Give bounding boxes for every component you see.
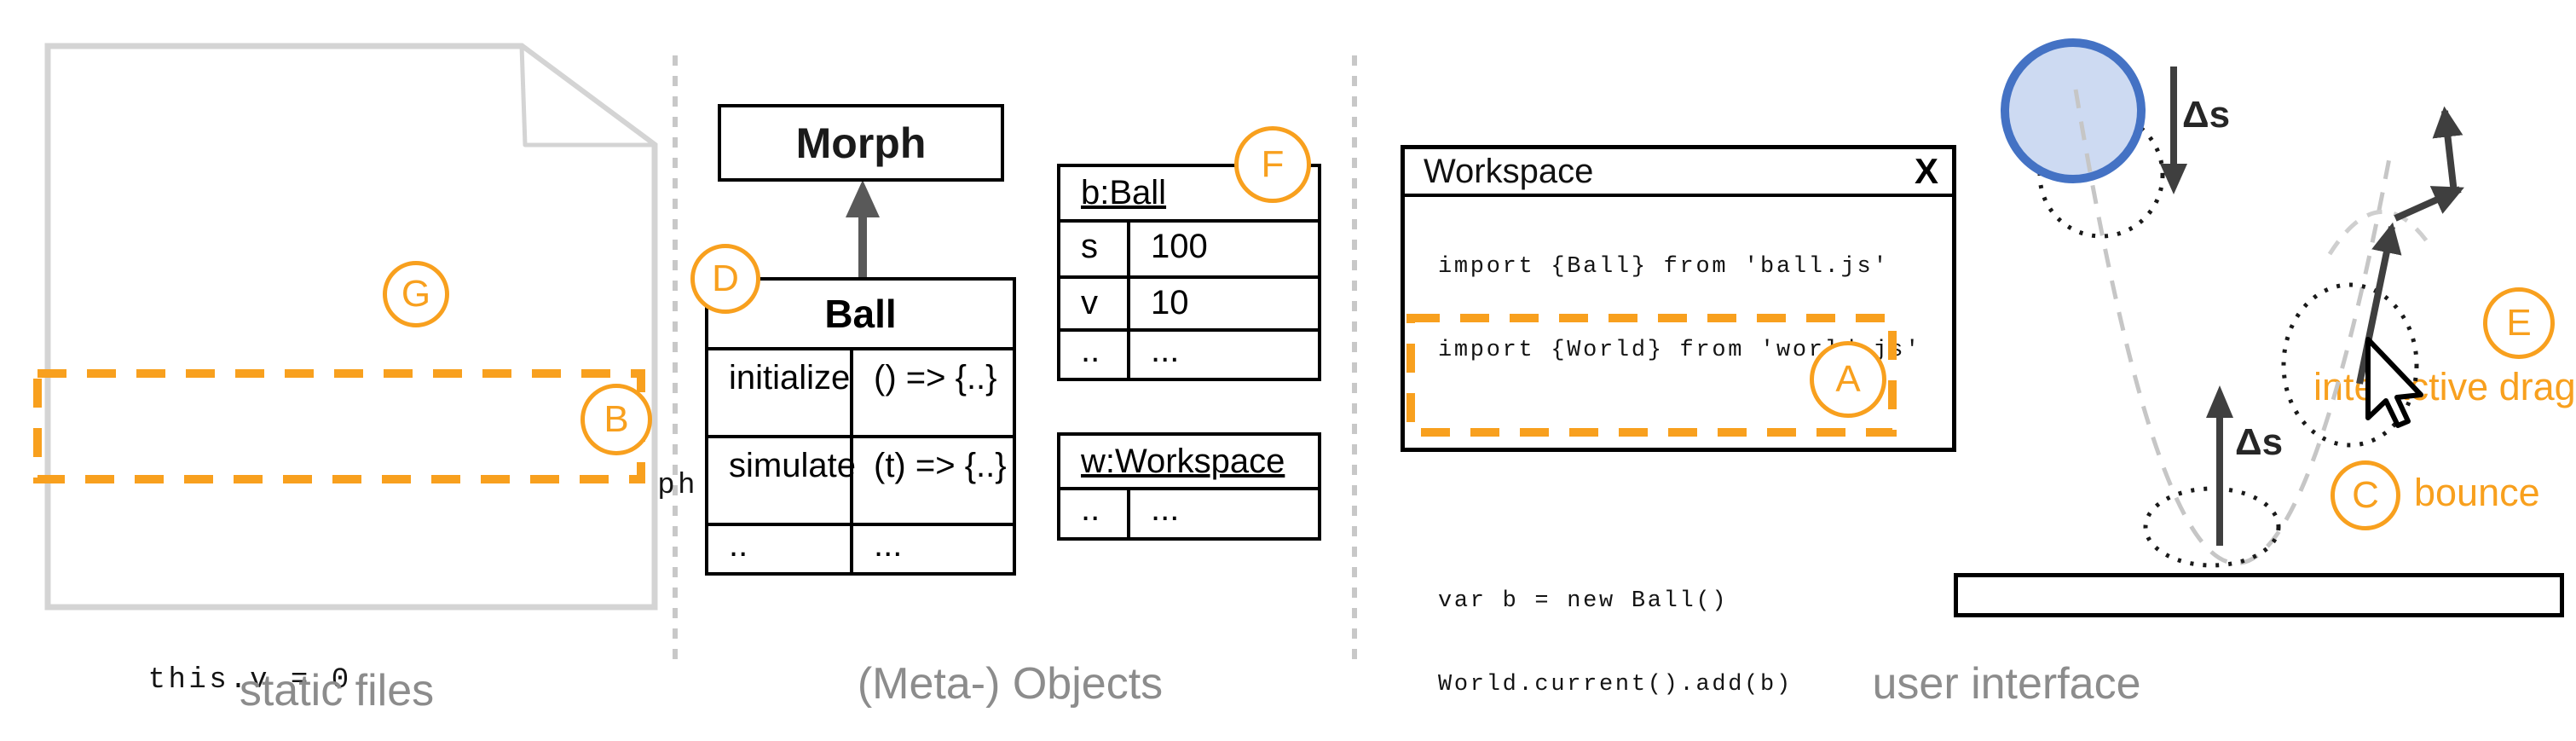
method-name: initialize (729, 359, 851, 397)
slot-value: 10 (1127, 279, 1318, 328)
table-row: v 10 (1060, 275, 1318, 328)
annotation-badge-f: F (1234, 126, 1311, 203)
ball-class-title: Ball (824, 292, 897, 336)
slot-value: 100 (1127, 223, 1318, 275)
close-button[interactable]: X (1914, 151, 1938, 191)
ghost-ball-bounce (2143, 486, 2281, 568)
drag-gesture-path (2356, 106, 2464, 385)
instance-title: w:Workspace (1060, 436, 1318, 487)
divider-left (673, 55, 678, 669)
ball-class-table: Ball initialize () => {..} simulate (t) … (705, 277, 1016, 576)
method-name: .. (729, 526, 748, 564)
morph-class-box: Morph (718, 104, 1004, 182)
bounce-label: bounce (2414, 471, 2540, 514)
ghost-ball-drag (2281, 282, 2419, 448)
slot-value: ... (1127, 490, 1318, 537)
ball-morph[interactable] (2001, 38, 2146, 183)
workspace-title: Workspace (1424, 152, 1594, 190)
method-name: simulate (729, 447, 856, 484)
inheritance-arrow-icon (846, 180, 880, 277)
workspace-titlebar: Workspace X (1405, 149, 1952, 197)
table-row: s 100 (1060, 219, 1318, 275)
highlight-box-b (33, 369, 645, 483)
slot-name: .. (1081, 490, 1100, 528)
instance-table-b-ball: b:Ball s 100 v 10 .. ... (1057, 164, 1321, 381)
code-line: var b = new Ball() (1438, 588, 1729, 614)
slot-name: s (1081, 228, 1098, 265)
code-line: import {Ball} from 'ball.js' (1438, 254, 1890, 280)
delta-s-bounce-label: Δs (2235, 421, 2284, 463)
annotation-badge-d: D (690, 244, 760, 314)
method-value: () => {..} (850, 350, 1013, 435)
table-row: .. ... (708, 523, 1013, 572)
annotation-badge-g: G (383, 261, 449, 327)
slot-value: ... (1127, 332, 1318, 378)
method-value: ... (850, 526, 1013, 572)
ground-platform (1954, 573, 2564, 617)
section-label-meta-objects: (Meta-) Objects (857, 659, 1164, 709)
divider-right (1352, 55, 1357, 669)
folded-corner-icon (519, 43, 657, 148)
table-row: initialize () => {..} (708, 347, 1013, 435)
instance-name: w:Workspace (1081, 442, 1285, 480)
annotation-badge-e: E (2483, 287, 2555, 359)
annotation-badge-c: C (2331, 460, 2400, 530)
cursor-icon (2365, 337, 2423, 428)
trajectory-path (2073, 89, 2394, 565)
delta-s-fall-label: Δs (2182, 94, 2231, 136)
table-row: .. ... (1060, 487, 1318, 537)
code-line: World.current().add(b) (1438, 672, 1793, 698)
section-label-static-files: static files (239, 666, 435, 715)
instance-name: b:Ball (1081, 174, 1167, 211)
annotation-badge-a: A (1810, 341, 1886, 418)
post-drag-arc (2327, 210, 2434, 256)
slot-name: .. (1081, 332, 1100, 369)
section-label-user-interface: user interface (1872, 659, 2141, 709)
annotation-badge-b: B (580, 384, 652, 455)
fall-arrow-icon (2160, 67, 2187, 194)
method-value: (t) => {..} (850, 438, 1013, 523)
instance-table-w-workspace: w:Workspace .. ... (1057, 432, 1321, 541)
code-line: this.v = 0 (66, 664, 352, 697)
file-page-shape (44, 43, 658, 611)
table-row: simulate (t) => {..} (708, 435, 1013, 523)
interactive-drag-label: interactive drag (2313, 365, 2576, 408)
instance-title: b:Ball (1060, 167, 1318, 219)
slot-name: v (1081, 284, 1098, 321)
table-row: .. ... (1060, 328, 1318, 378)
bounce-arrow-icon (2206, 385, 2233, 546)
